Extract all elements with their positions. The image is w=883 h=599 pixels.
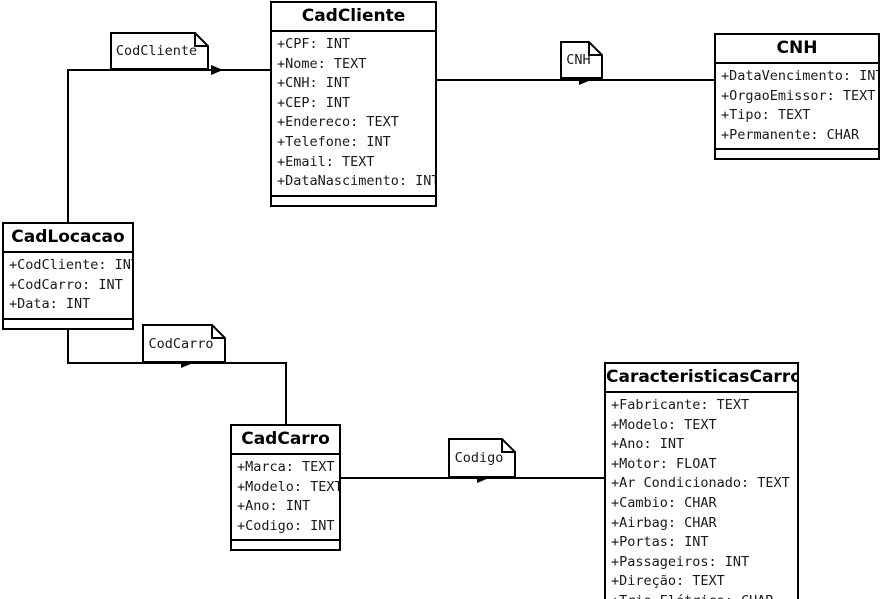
attribute-row: +Airbag: CHAR: [611, 514, 717, 531]
attribute-row: +Marca: TEXT: [237, 459, 335, 475]
class-methods-cadcliente: [272, 197, 435, 205]
attribute-row: +Cambio: CHAR: [611, 494, 717, 511]
attribute-row: +CEP: INT: [277, 94, 351, 111]
attribute-row: +CNH: INT: [277, 75, 351, 92]
class-title-cadlocacao: CadLocacao: [4, 224, 132, 253]
attribute-row: +Direção: TEXT: [611, 573, 725, 590]
class-attributes-caracteristicascarro: +Fabricante: TEXT +Modelo: TEXT +Ano: IN…: [606, 393, 797, 599]
note-shape-icon: [560, 41, 603, 79]
attribute-row: +Ano: INT: [237, 498, 311, 515]
attribute-row: +Codigo: INT: [237, 517, 335, 534]
arrowhead-cadcliente: [211, 65, 223, 75]
attribute-row: +Modelo: TEXT: [611, 416, 717, 433]
attribute-row: +Fabricante: TEXT: [611, 397, 750, 413]
class-methods-cnh: [716, 150, 878, 158]
attribute-row: +Email: TEXT: [277, 153, 375, 170]
attribute-row: +Telefone: INT: [277, 133, 391, 150]
attribute-row: +Portas: INT: [611, 534, 709, 551]
class-box-cadlocacao[interactable]: CadLocacao +CodCliente: INT +CodCarro: I…: [2, 222, 134, 330]
class-attributes-cadcarro: +Marca: TEXT +Modelo: TEXT +Ano: INT +Co…: [232, 455, 339, 542]
attribute-row: +Ar Condicionado: TEXT: [611, 475, 790, 492]
note-codigo[interactable]: Codigo: [448, 438, 516, 478]
attribute-row: +Tipo: TEXT: [721, 107, 811, 124]
class-attributes-cnh: +DataVencimento: INT +OrgaoEmissor: TEXT…: [716, 64, 878, 151]
note-codcarro[interactable]: CodCarro: [142, 324, 226, 363]
note-codcliente[interactable]: CodCliente: [110, 32, 209, 70]
class-title-cnh: CNH: [716, 35, 878, 64]
note-shape-icon: [142, 324, 226, 363]
attribute-row: +Passageiros: INT: [611, 553, 750, 570]
class-methods-cadcarro: [232, 541, 339, 549]
attribute-row: +CPF: INT: [277, 36, 351, 52]
class-attributes-cadlocacao: +CodCliente: INT +CodCarro: INT +Data: I…: [4, 253, 132, 320]
connector-cadlocacao-cadcliente[interactable]: [67, 65, 270, 229]
class-box-cadcliente[interactable]: CadCliente +CPF: INT +Nome: TEXT +CNH: I…: [270, 1, 437, 207]
attribute-row: +OrgaoEmissor: TEXT: [721, 87, 876, 104]
attribute-row: +Ano: INT: [611, 436, 685, 453]
note-shape-icon: [110, 32, 209, 70]
attribute-row: +Data: INT: [9, 296, 91, 313]
class-title-caracteristicascarro: CaracteristicasCarro: [606, 364, 797, 393]
attribute-row: +Nome: TEXT: [277, 55, 367, 72]
attribute-row: +Modelo: TEXT: [237, 478, 339, 495]
attribute-row: +CodCliente: INT: [9, 257, 132, 273]
note-cnh[interactable]: CNH: [560, 41, 603, 79]
class-box-caracteristicascarro[interactable]: CaracteristicasCarro +Fabricante: TEXT +…: [604, 362, 799, 599]
class-box-cnh[interactable]: CNH +DataVencimento: INT +OrgaoEmissor: …: [714, 33, 880, 161]
attribute-row: +Permanente: CHAR: [721, 126, 860, 143]
class-methods-cadlocacao: [4, 320, 132, 328]
class-box-cadcarro[interactable]: CadCarro +Marca: TEXT +Modelo: TEXT +Ano…: [230, 424, 341, 552]
attribute-row: +DataNascimento: INT: [277, 173, 435, 190]
class-title-cadcliente: CadCliente: [272, 3, 435, 32]
class-attributes-cadcliente: +CPF: INT +Nome: TEXT +CNH: INT +CEP: IN…: [272, 32, 435, 197]
attribute-row: +Trio Elétrico: CHAR: [606, 592, 797, 599]
attribute-row: +CodCarro: INT: [9, 276, 123, 293]
attribute-row: +DataVencimento: INT: [721, 68, 878, 84]
attribute-row: +Endereco: TEXT: [277, 114, 399, 131]
attribute-row: +Motor: FLOAT: [611, 455, 717, 472]
class-title-cadcarro: CadCarro: [232, 426, 339, 455]
note-shape-icon: [448, 438, 516, 478]
